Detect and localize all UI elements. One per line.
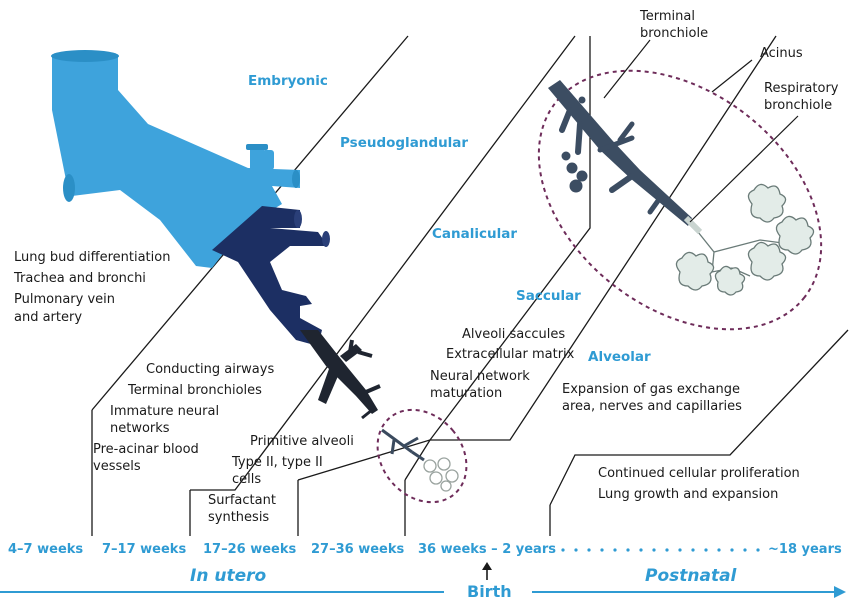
small-acinus (376, 408, 468, 504)
canalicular-note: Surfactant (208, 493, 276, 508)
pseudoglandular-note: Conducting airways (146, 362, 275, 377)
stage-saccular-label: Saccular (516, 288, 581, 304)
trachea-light (51, 50, 300, 268)
in-utero-label: In utero (190, 566, 267, 586)
birth-label: Birth (467, 582, 512, 601)
postnatal-note: Lung growth and expansion (598, 487, 779, 502)
pseudoglandular-note: Pre-acinar blood (93, 442, 199, 457)
timeline-label: ~18 years (768, 542, 842, 557)
leader-lines (603, 39, 799, 223)
airway-black (300, 330, 381, 420)
stage-alveolar-label: Alveolar (588, 349, 651, 365)
saccular-note: Neural network (430, 369, 530, 384)
timeline-graphics (0, 548, 846, 598)
saccular-note: Extracellular matrix (446, 347, 575, 362)
respiratory-bronchiole-label: Respiratory bronchiole (764, 81, 839, 113)
stage-pseudoglandular-label: Pseudoglandular (340, 135, 469, 151)
timeline-label: 17–26 weeks (203, 542, 297, 557)
stage-embryonic-label: Embryonic (248, 73, 328, 89)
acinus-label: Acinus (760, 46, 803, 61)
divider-3b (297, 36, 591, 481)
pseudoglandular-note: vessels (93, 459, 141, 474)
alveoli-cluster (675, 183, 815, 296)
divider-5b (549, 329, 849, 506)
saccular-note: Alveoli saccules (462, 327, 566, 342)
alveolar-note: area, nerves and capillaries (562, 399, 742, 414)
canalicular-note: cells (232, 472, 262, 487)
pseudoglandular-note: networks (110, 421, 170, 436)
pseudoglandular-note: Immature neural (110, 404, 220, 419)
postnatal-note: Continued cellular proliferation (598, 466, 800, 481)
embryonic-note: Pulmonary vein (14, 292, 115, 307)
embryonic-note: Lung bud differentiation (14, 250, 171, 265)
airway-navy (212, 206, 330, 346)
canalicular-note: Type II, type II (232, 455, 323, 470)
stage-canalicular-label: Canalicular (432, 226, 518, 242)
embryonic-note: and artery (14, 310, 83, 325)
pseudoglandular-note: Terminal bronchioles (128, 383, 262, 398)
divider-2b (190, 35, 576, 491)
divider-4b (404, 35, 777, 481)
embryonic-note: Trachea and bronchi (14, 271, 146, 286)
alveolar-note: Expansion of gas exchange (562, 382, 740, 397)
timeline-label: 7–17 weeks (102, 542, 187, 557)
canalicular-note: synthesis (208, 510, 270, 525)
timeline-label: 27–36 weeks (311, 542, 405, 557)
large-acinus (537, 69, 823, 331)
canalicular-note: Primitive alveoli (250, 434, 354, 449)
saccular-note: maturation (430, 386, 503, 401)
postnatal-label: Postnatal (645, 566, 737, 586)
timeline-label: 36 weeks – 2 years (418, 542, 556, 557)
timeline-label: 4–7 weeks (8, 542, 84, 557)
terminal-bronchiole-label: Terminal bronchiole (640, 9, 709, 41)
